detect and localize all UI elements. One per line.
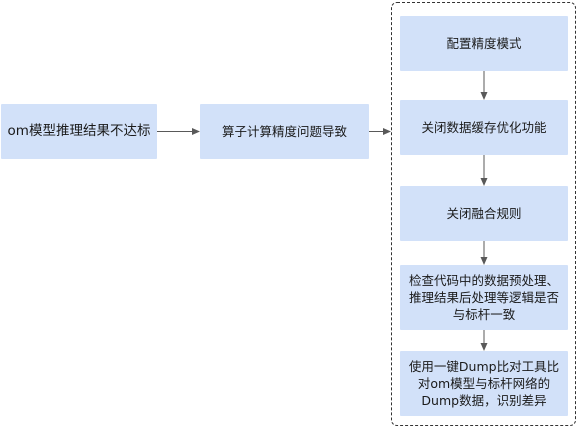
node-check-pre-post-processing: 检查代码中的数据预处理、推理结果后处理等逻辑是否与标杆一致 [400, 265, 568, 330]
node-label: 关闭融合规则 [446, 206, 522, 221]
node-label: 关闭数据缓存优化功能 [421, 120, 547, 135]
node-label: om模型推理结果不达标 [7, 123, 151, 139]
node-dump-compare-tool: 使用一键Dump比对工具比对om模型与标杆网络的Dump数据，识别差异 [400, 351, 568, 416]
node-operator-precision-issue: 算子计算精度问题导致 [200, 104, 369, 159]
node-disable-fusion-rules: 关闭融合规则 [400, 186, 568, 241]
node-config-precision-mode: 配置精度模式 [400, 16, 568, 71]
node-label: 检查代码中的数据预处理、推理结果后处理等逻辑是否与标杆一致 [408, 273, 559, 322]
node-label: 使用一键Dump比对工具比对om模型与标杆网络的Dump数据，识别差异 [408, 359, 560, 408]
node-om-result-not-met: om模型推理结果不达标 [1, 104, 157, 159]
solution-steps-group [391, 2, 576, 426]
node-label: 算子计算精度问题导致 [221, 124, 347, 139]
node-disable-data-cache-optimization: 关闭数据缓存优化功能 [400, 100, 568, 155]
node-label: 配置精度模式 [446, 36, 522, 51]
